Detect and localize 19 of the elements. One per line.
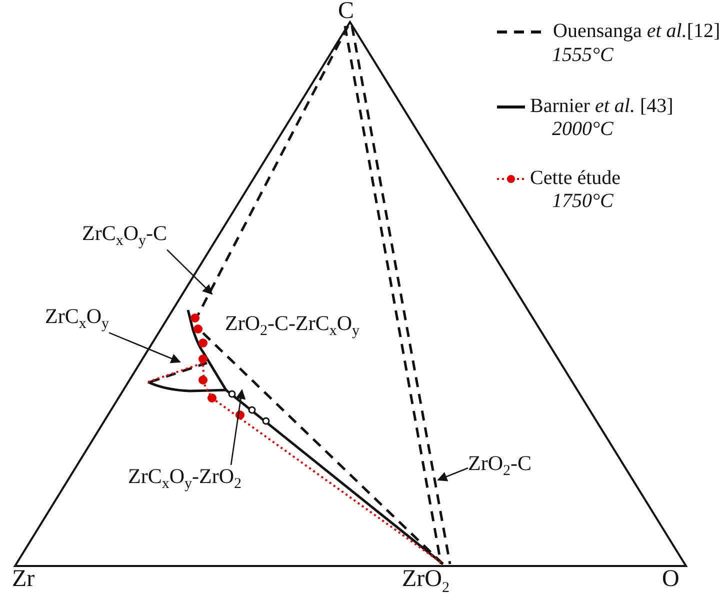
leader-arrow <box>437 467 468 482</box>
region-label: ZrO$_{2}$-C-ZrC$_{x}$O$_{y}$ <box>225 312 360 340</box>
legend-text: Ouensanga et al.[12] <box>553 20 720 42</box>
region-label: ZrC$_{x}$O$_{y}$-C <box>82 222 167 250</box>
region-label: ZrC$_{x}$O$_{y}$ <box>45 305 109 333</box>
leader-arrow <box>166 249 213 295</box>
legend-text: Barnier et al. [43] <box>530 95 674 117</box>
legend-temperature: 1750°C <box>552 190 614 212</box>
region-label: ZrC$_{x}$O$_{y}$-ZrO$_{2}$ <box>128 465 242 493</box>
leader-arrow <box>108 332 181 364</box>
region-label: ZrO$_{2}$-C <box>468 452 532 480</box>
vertex-label: O <box>662 566 680 592</box>
vertex-label: Zr <box>12 566 35 592</box>
legend-temperature: 1555°C <box>552 44 614 66</box>
leader-arrow <box>230 389 246 466</box>
vertex-label: C <box>338 0 354 24</box>
vertex-label: ZrO$_{2}$ <box>402 566 450 596</box>
legend-text: Cette étude <box>530 167 621 189</box>
legend-temperature: 2000°C <box>552 118 614 140</box>
